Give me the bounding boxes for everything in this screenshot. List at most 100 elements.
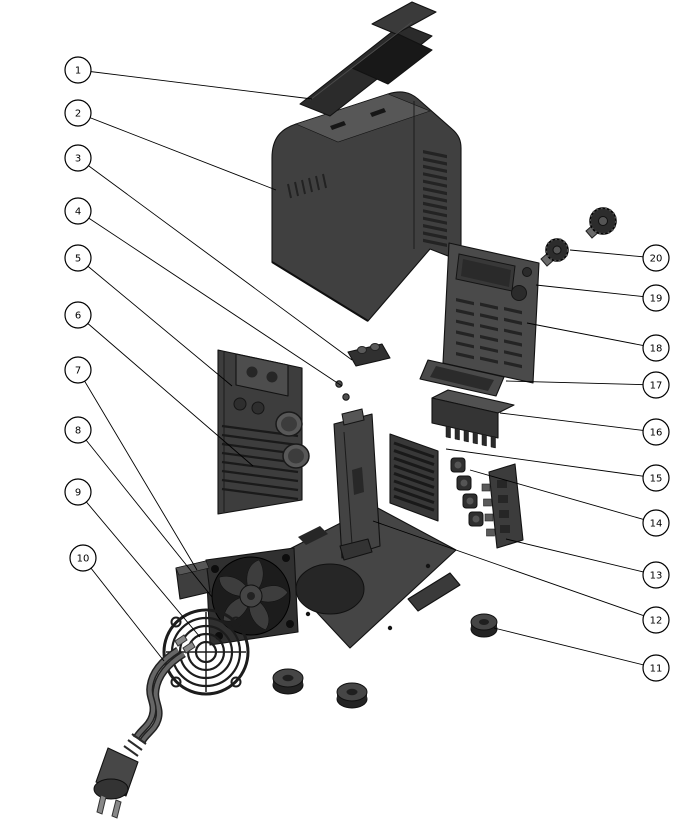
leader-line-9 xyxy=(77,491,201,638)
leader-line-12 xyxy=(372,520,657,621)
rear-panel-vents xyxy=(456,298,522,369)
leader-line-14 xyxy=(469,469,657,524)
callout-balloon-4: 4 xyxy=(64,197,92,225)
part-carry-handle xyxy=(299,1,437,117)
balloon-circle xyxy=(642,606,670,634)
balloon-circle xyxy=(642,418,670,446)
callout-balloon-14: 14 xyxy=(642,509,670,537)
balloon-circle xyxy=(64,244,92,272)
callout-number: 15 xyxy=(650,474,663,485)
cover-side-vents xyxy=(287,173,327,199)
leader-line-18 xyxy=(526,322,657,349)
balloon-circle xyxy=(64,478,92,506)
callout-number: 2 xyxy=(75,109,81,120)
part-mounting-bracket xyxy=(419,359,505,397)
callout-balloon-18: 18 xyxy=(642,334,670,362)
leader-line-5 xyxy=(77,257,233,387)
part-connector-strip xyxy=(481,463,524,549)
balloon-circle xyxy=(64,99,92,127)
callout-number: 20 xyxy=(650,254,663,265)
callout-balloon-2: 2 xyxy=(64,99,92,127)
callout-balloon-6: 6 xyxy=(64,301,92,329)
balloon-circle xyxy=(642,284,670,312)
part-heatsink-pcb-assembly xyxy=(217,349,310,515)
capacitor xyxy=(282,443,310,469)
leader-line-17 xyxy=(505,380,657,386)
callout-balloon-15: 15 xyxy=(642,464,670,492)
callout-balloon-17: 17 xyxy=(642,371,670,399)
part-slotted-pcb xyxy=(389,433,439,522)
callout-number: 19 xyxy=(650,294,663,305)
part-rubber-feet xyxy=(272,613,498,709)
callout-number: 7 xyxy=(75,366,81,377)
capacitor xyxy=(275,411,303,437)
callout-number: 6 xyxy=(75,311,81,322)
balloon-circle xyxy=(64,197,92,225)
callout-balloon-3: 3 xyxy=(64,144,92,172)
foot xyxy=(336,682,368,709)
callout-number: 13 xyxy=(650,571,663,582)
leader-line-7 xyxy=(77,369,198,571)
leader-line-10 xyxy=(82,557,165,662)
callout-balloon-11: 11 xyxy=(642,654,670,682)
knob xyxy=(585,207,617,239)
balloon-circle xyxy=(642,509,670,537)
callout-number: 4 xyxy=(75,207,81,218)
balloon-circle xyxy=(642,371,670,399)
callout-number: 16 xyxy=(650,428,663,439)
callout-balloon-10: 10 xyxy=(69,544,97,572)
leader-line-3 xyxy=(77,157,353,361)
balloon-circle xyxy=(642,244,670,272)
callout-number: 17 xyxy=(650,381,663,392)
callout-number: 18 xyxy=(650,344,663,355)
balloon-circle xyxy=(642,561,670,589)
foot xyxy=(272,668,304,695)
cover-vent-slots xyxy=(423,150,447,247)
balloon-circle xyxy=(64,144,92,172)
part-small-box xyxy=(175,560,211,600)
leader-line-11 xyxy=(493,627,657,669)
leader-line-4 xyxy=(77,210,343,387)
leader-line-13 xyxy=(505,538,657,576)
callout-number: 8 xyxy=(75,426,81,437)
callout-balloon-7: 7 xyxy=(64,356,92,384)
balloon-circle xyxy=(69,544,97,572)
callout-balloon-1: 1 xyxy=(64,56,92,84)
part-center-bracket xyxy=(333,408,381,561)
callout-number: 12 xyxy=(650,616,663,627)
leader-line-1 xyxy=(77,69,313,100)
callout-balloon-20: 20 xyxy=(642,244,670,272)
part-pin-block xyxy=(431,389,515,449)
leader-line-15 xyxy=(445,448,657,479)
callout-number: 1 xyxy=(75,66,81,77)
balloon-circle xyxy=(642,654,670,682)
callout-balloon-8: 8 xyxy=(64,416,92,444)
part-control-knobs xyxy=(540,207,617,267)
balloon-circle xyxy=(64,301,92,329)
callout-balloon-9: 9 xyxy=(64,478,92,506)
foot xyxy=(470,613,498,638)
balloon-circle xyxy=(64,356,92,384)
callout-number: 5 xyxy=(75,254,81,265)
leader-line-20 xyxy=(569,249,657,259)
callout-balloon-13: 13 xyxy=(642,561,670,589)
leader-line-16 xyxy=(499,412,657,433)
pin-comb xyxy=(445,425,496,449)
balloon-circle xyxy=(64,56,92,84)
callout-number: 11 xyxy=(650,664,663,675)
callout-number: 3 xyxy=(75,154,81,165)
leader-line-8 xyxy=(77,429,213,598)
leader-line-19 xyxy=(535,284,657,299)
leader-line-6 xyxy=(77,314,254,467)
parts-layer xyxy=(93,1,617,819)
callout-balloon-19: 19 xyxy=(642,284,670,312)
part-small-capacitors xyxy=(450,457,484,527)
callout-number: 10 xyxy=(77,554,90,565)
balloon-circle xyxy=(64,416,92,444)
part-cooling-fan xyxy=(205,547,299,646)
leader-line-2 xyxy=(77,112,277,191)
knob xyxy=(540,238,569,267)
